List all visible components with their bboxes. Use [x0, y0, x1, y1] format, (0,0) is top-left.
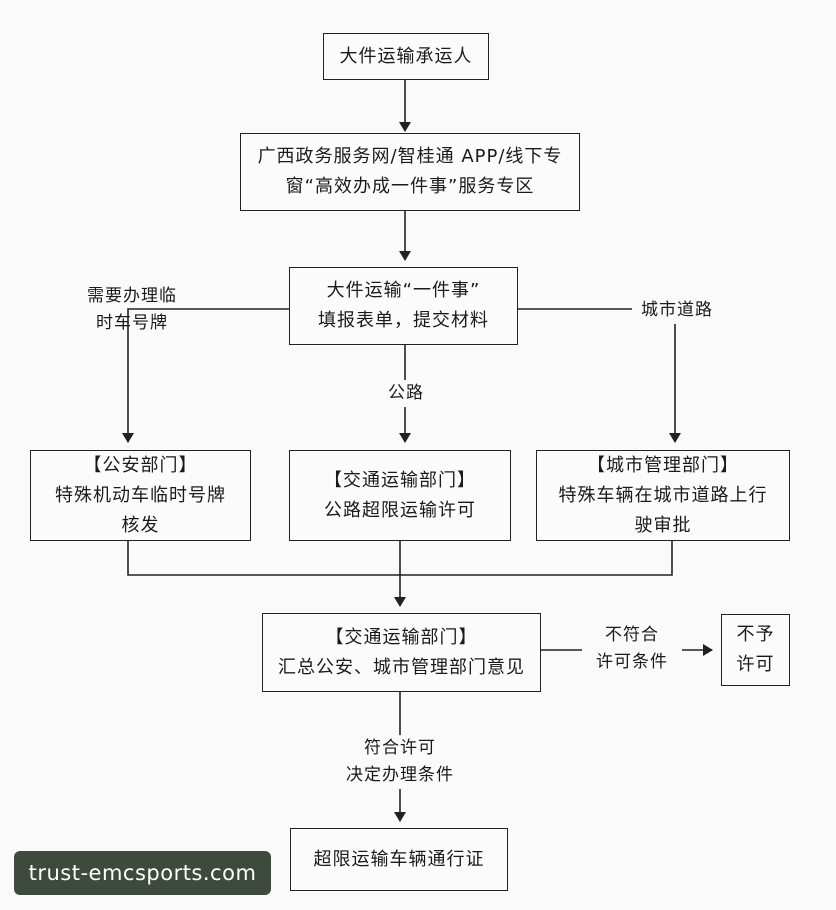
edge-label-not-meet: 不符合 许可条件: [582, 622, 682, 676]
node-police-line-3: 核发: [121, 514, 160, 536]
edge-label-meet-line-2: 决定办理条件: [346, 765, 454, 785]
node-carrier: 大件运输承运人: [323, 33, 489, 80]
node-reject-line-1: 不予: [736, 624, 775, 645]
edge-form-to-police: [122, 308, 290, 443]
node-urban-line-3: 驶审批: [634, 514, 692, 536]
watermark-badge: trust-emcsports.com: [14, 851, 271, 895]
node-certificate-line-1: 超限运输车辆通行证: [313, 848, 485, 870]
edge-label-highway: 公路: [376, 380, 436, 407]
edge-label-city-road: 城市道路: [632, 297, 722, 324]
node-police-line-1: 【公安部门】: [83, 454, 198, 476]
edge-label-temp-plate-line-2: 时车号牌: [96, 313, 168, 333]
node-transport: 【交通运输部门】 公路超限运输许可: [289, 450, 511, 541]
node-urban: 【城市管理部门】 特殊车辆在城市道路上行 驶审批: [536, 450, 790, 541]
node-urban-line-2: 特殊车辆在城市道路上行: [558, 484, 768, 506]
node-summary-line-2: 汇总公安、城市管理部门意见: [278, 656, 525, 678]
node-form-line-1: 大件运输“一件事”: [326, 280, 481, 301]
edge-label-not-meet-line-1: 不符合: [605, 625, 659, 645]
node-carrier-line-1: 大件运输承运人: [339, 45, 473, 67]
node-certificate: 超限运输车辆通行证: [290, 828, 508, 891]
node-police-line-2: 特殊机动车临时号牌: [55, 484, 226, 506]
node-platform-line-1: 广西政务服务网/智桂通 APP/线下专: [257, 146, 563, 167]
node-platform: 广西政务服务网/智桂通 APP/线下专 窗“高效办成一件事”服务专区: [240, 133, 580, 211]
edge-label-temp-plate-line-1: 需要办理临: [87, 286, 177, 306]
edge-form-to-urban: [518, 308, 681, 443]
watermark-text: trust-emcsports.com: [28, 861, 257, 885]
edge-label-city-road-line-1: 城市道路: [641, 300, 713, 320]
node-platform-line-2: 窗“高效办成一件事”服务专区: [285, 176, 535, 197]
node-urban-line-1: 【城市管理部门】: [587, 454, 739, 476]
node-form: 大件运输“一件事” 填报表单，提交材料: [289, 267, 518, 345]
node-form-line-2: 填报表单，提交材料: [318, 310, 489, 331]
node-reject: 不予 许可: [721, 614, 790, 686]
edge-label-not-meet-line-2: 许可条件: [596, 652, 668, 672]
edge-label-meet: 符合许可 决定办理条件: [330, 735, 470, 789]
node-summary: 【交通运输部门】 汇总公安、城市管理部门意见: [262, 613, 541, 692]
edge-label-highway-line-1: 公路: [388, 383, 424, 403]
node-reject-line-2: 许可: [736, 654, 775, 675]
edge-label-meet-line-1: 符合许可: [364, 738, 436, 758]
node-police: 【公安部门】 特殊机动车临时号牌 核发: [30, 450, 251, 541]
edge-label-temp-plate: 需要办理临 时车号牌: [72, 283, 192, 337]
node-transport-line-1: 【交通运输部门】: [324, 469, 476, 491]
node-summary-line-1: 【交通运输部门】: [325, 626, 478, 648]
node-transport-line-2: 公路超限运输许可: [324, 499, 476, 521]
